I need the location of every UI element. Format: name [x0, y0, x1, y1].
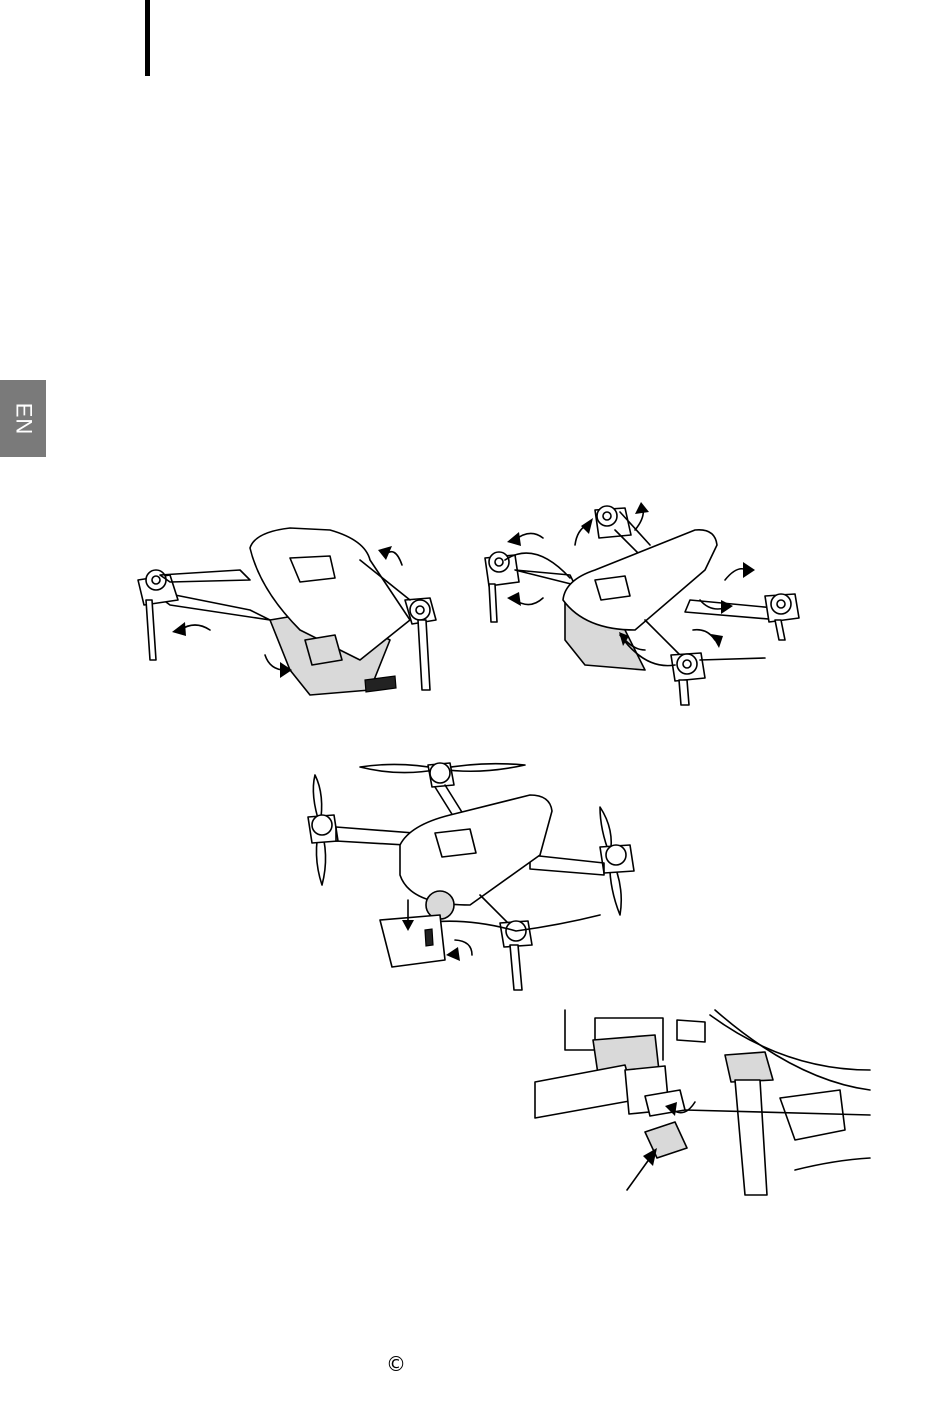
arrow-icon — [575, 518, 593, 545]
arrow-icon — [378, 546, 402, 565]
header-rule — [145, 0, 150, 76]
arrow-icon — [507, 532, 543, 546]
arrow-icon — [693, 630, 723, 648]
arrow-icon — [172, 622, 210, 636]
drone-battery-install-figure — [300, 755, 645, 995]
arrow-icon — [627, 1148, 657, 1190]
sd-card-insert-figure — [535, 1010, 870, 1195]
arrow-icon — [635, 502, 649, 530]
arrow-icon — [446, 940, 472, 961]
copyright-symbol: © — [386, 1352, 406, 1376]
language-tab-label: EN — [10, 402, 36, 435]
drone-folded-figure — [130, 520, 450, 705]
arrow-icon — [725, 562, 755, 580]
language-tab[interactable]: EN — [0, 380, 46, 457]
drone-unfolding-figure — [475, 500, 805, 705]
arrow-icon — [507, 592, 543, 606]
